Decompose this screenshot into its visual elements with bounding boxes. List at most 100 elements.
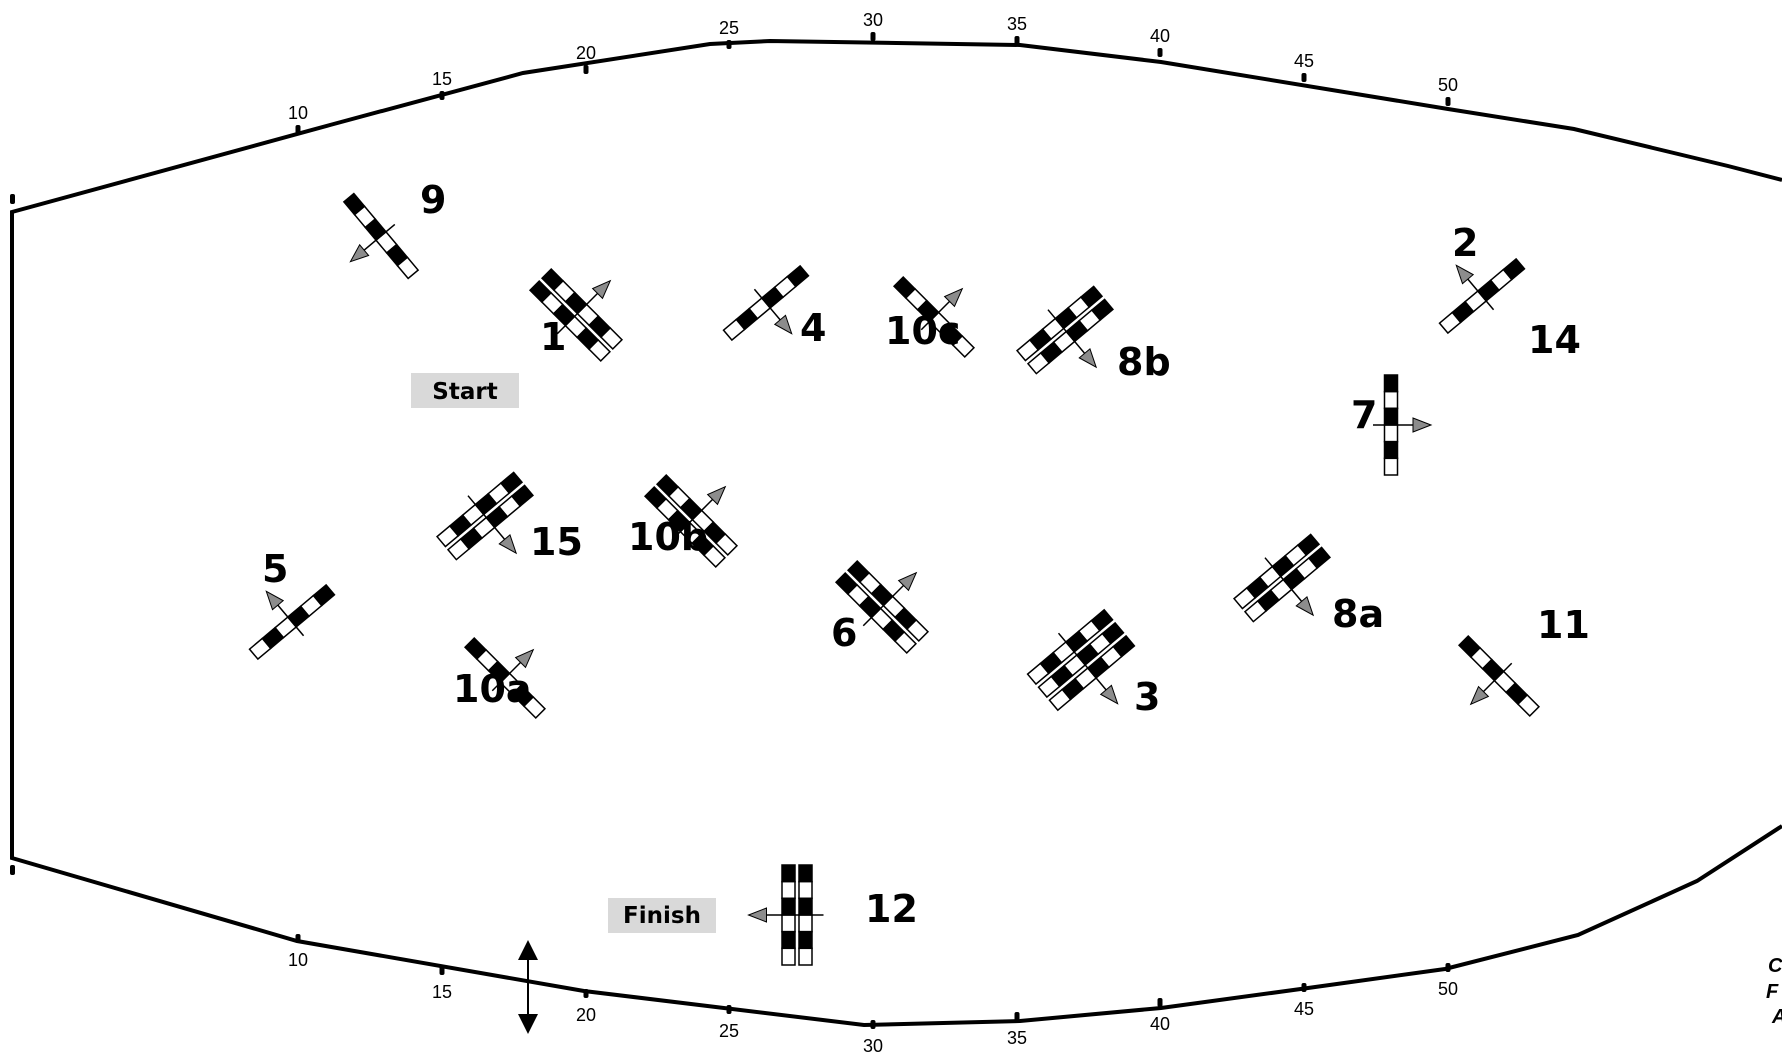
direction-arrow <box>747 907 824 923</box>
direction-arrow <box>671 485 727 541</box>
obstacle-rail <box>798 864 813 966</box>
distance-tick-label: 40 <box>1150 1014 1170 1034</box>
obstacle-8b: 8b <box>1015 285 1171 384</box>
direction-arrow <box>491 648 535 692</box>
obstacle-10a: 10a <box>453 636 547 720</box>
obstacle-number: 4 <box>800 306 826 350</box>
obstacle-rail <box>834 571 918 655</box>
direction-arrow <box>862 571 918 627</box>
direction-arrow <box>349 223 396 263</box>
obstacle-rail <box>248 583 336 661</box>
distance-tick <box>1301 983 1307 992</box>
distance-tick <box>1445 97 1451 106</box>
direction-arrow <box>1047 309 1098 369</box>
distance-tick <box>870 32 876 41</box>
obstacle-number: 8b <box>1117 340 1171 384</box>
distance-tick-label: 20 <box>576 1005 596 1025</box>
obstacle-rail <box>463 636 547 720</box>
distance-tick-label: 30 <box>863 10 883 30</box>
distance-tick-label: 45 <box>1294 51 1314 71</box>
obstacle-number: 10b <box>628 515 708 559</box>
obstacle-number: 14 <box>1528 318 1581 362</box>
direction-arrow <box>920 287 964 331</box>
direction-arrow <box>556 279 612 335</box>
obstacle-rail <box>781 864 796 966</box>
obstacle-7: 7 <box>1351 374 1433 476</box>
distance-tick-label: 25 <box>719 1021 739 1041</box>
obstacle-rail <box>1383 374 1399 476</box>
obstacle-9: 9 <box>342 178 446 280</box>
obstacle-number: 7 <box>1351 393 1377 437</box>
obstacle-rail <box>722 264 810 342</box>
finish-label: Finish <box>623 903 701 929</box>
obstacle-number: 6 <box>831 611 857 655</box>
obstacle-rail <box>1438 257 1526 335</box>
finish-marker: Finish <box>608 898 716 933</box>
obstacle-12: 12 <box>747 864 918 966</box>
obstacle-number: 9 <box>420 178 446 222</box>
distance-tick-label: 10 <box>288 103 308 123</box>
distance-tick <box>1014 36 1020 45</box>
distance-tick <box>1301 73 1307 82</box>
direction-arrow <box>1469 662 1513 706</box>
arena-outline <box>10 38 1782 1028</box>
distance-tick-label: 40 <box>1150 26 1170 46</box>
obstacle-number: 2 <box>1452 221 1478 265</box>
obstacle-3: 3 <box>1026 608 1160 719</box>
distance-tick <box>1157 48 1163 57</box>
obstacle-2: 2 <box>1438 221 1526 335</box>
obstacle-10b: 10b <box>628 473 739 569</box>
distance-tick-label: 25 <box>719 18 739 38</box>
obstacle-number: 10a <box>453 667 532 711</box>
finish-box <box>608 898 716 933</box>
obstacle-rail <box>892 275 976 359</box>
obstacle-number: 1 <box>540 315 566 359</box>
obstacle-number: 5 <box>262 547 288 591</box>
obstacle-rail <box>1026 608 1114 686</box>
obstacle-number: 12 <box>865 887 918 931</box>
obstacle-number: 8a <box>1332 592 1384 636</box>
distance-tick <box>583 989 589 998</box>
obstacle-6: 6 <box>831 559 930 655</box>
obstacle-rail <box>1015 285 1104 362</box>
direction-arrow <box>753 288 793 335</box>
corner-marker <box>10 865 15 875</box>
obstacle-number: 3 <box>1134 675 1160 719</box>
distance-tick <box>726 40 732 49</box>
obstacle-5: 5 <box>248 547 336 661</box>
corner-text-line-2: F <box>1766 981 1779 1003</box>
obstacle-number: 15 <box>530 520 583 564</box>
distance-tick-label: 35 <box>1007 14 1027 34</box>
obstacle-14: 14 <box>1528 318 1581 362</box>
distance-tick-label: 30 <box>863 1036 883 1056</box>
distance-tick <box>583 65 589 74</box>
distance-tick <box>726 1005 732 1014</box>
direction-arrow <box>1373 417 1433 433</box>
distance-tick <box>439 966 445 975</box>
start-marker: Start <box>411 373 519 408</box>
distance-tick <box>439 91 445 100</box>
obstacle-rail <box>435 471 524 548</box>
direction-arrow <box>467 495 518 555</box>
corner-marker <box>10 194 15 204</box>
obstacle-number: 11 <box>1537 603 1590 647</box>
obstacle-rail <box>342 192 420 280</box>
obstacle-15: 15 <box>435 471 583 564</box>
distance-tick <box>1157 998 1163 1007</box>
distance-tick-label: 50 <box>1438 979 1458 999</box>
distance-tick-label: 35 <box>1007 1028 1027 1048</box>
direction-arrow <box>265 590 305 637</box>
obstacle-rail <box>1037 621 1125 699</box>
obstacle-rail <box>846 559 930 643</box>
distance-tick <box>870 1020 876 1029</box>
distance-tick-label: 15 <box>432 69 452 89</box>
obstacle-11: 11 <box>1457 603 1590 718</box>
start-box <box>411 373 519 408</box>
direction-arrow <box>1057 632 1119 705</box>
distance-tick <box>1014 1012 1020 1021</box>
distance-tick-label: 50 <box>1438 75 1458 95</box>
obstacle-rail <box>643 485 727 569</box>
